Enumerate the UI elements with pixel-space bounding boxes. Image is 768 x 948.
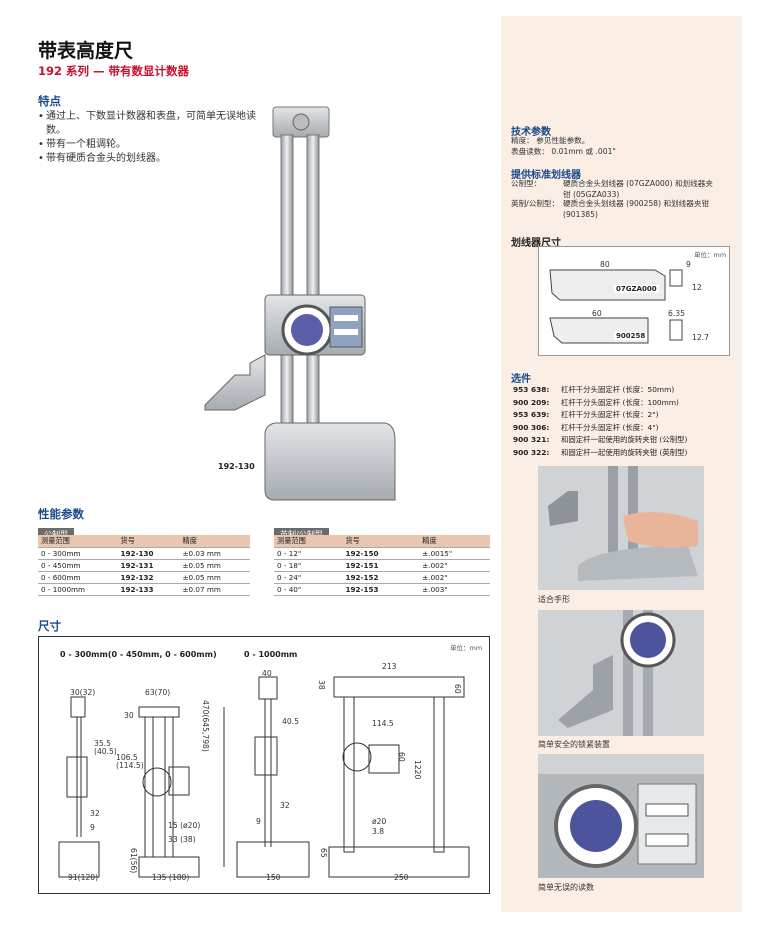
dim-label: 33 (38)	[168, 835, 196, 844]
table-row: 0 - 18"192-151±.002"	[274, 559, 490, 572]
dim-label: 3.8	[372, 827, 385, 836]
specs-heading: 性能参数	[38, 507, 84, 521]
table-header-row: 测量范围货号精度	[274, 535, 490, 548]
photo-hand	[538, 466, 704, 590]
scriber-dim: 12.7	[692, 333, 709, 342]
option-row: 953 638:杠杆千分头固定杆 (长度：50mm)	[513, 385, 675, 394]
dim-label: 135 (180)	[152, 873, 190, 882]
dim-label: 38	[317, 680, 326, 690]
dim-label: 250	[394, 873, 409, 882]
feature-item: 带有硬质合金头的划线器。	[38, 152, 260, 166]
tech-line: 精度： 参见性能参数。	[511, 136, 590, 145]
dim-label: 9	[90, 823, 95, 832]
feature-item: 带有一个粗调轮。	[38, 138, 260, 152]
dim-label: 114.5	[372, 719, 394, 728]
dim-label: 213	[382, 662, 397, 671]
photo-lock	[538, 610, 704, 736]
table-row: 0 - 40"192-153±.003"	[274, 583, 490, 596]
dim-label: 61(56)	[129, 848, 138, 874]
scriber-heading: 提供标准划线器	[511, 170, 581, 181]
dim-label: 40.5	[282, 717, 299, 726]
height-gauge-illustration	[204, 106, 396, 501]
dim-label: 9	[256, 817, 261, 826]
dim-label: 30	[124, 711, 134, 720]
dim-label: 470(645,798)	[201, 700, 210, 752]
scriber-code: 07GZA000	[614, 285, 659, 293]
dim-label: 150	[266, 873, 281, 882]
table-row: 0 - 12"192-150±.0015"	[274, 547, 490, 560]
dimensions-heading: 尺寸	[38, 619, 61, 633]
dimension-drawing-lines	[58, 676, 470, 878]
dim-label: (114.5)	[116, 761, 144, 770]
table-row: 0 - 24"192-152±.002"	[274, 571, 490, 584]
dimension-left-title: 0 - 300mm(0 - 450mm, 0 - 600mm)	[60, 650, 217, 659]
page-title: 带表高度尺	[38, 40, 134, 62]
scriber-dim: 60	[592, 309, 602, 318]
scriber-unit: 单位：mm	[694, 251, 727, 259]
option-row: 900 322:和固定杆一起使用的旋转夹钳 (英制型)	[513, 447, 688, 457]
dimension-drawing	[38, 636, 490, 894]
photo-caption: 简单安全的锁紧装置	[538, 740, 610, 749]
dim-label: (40.5)	[94, 747, 117, 756]
scriber-dim: 6.35	[668, 309, 685, 318]
page-subtitle: 192 系列 — 带有数显计数器	[38, 64, 190, 78]
tech-line: 表盘读数： 0.01mm 或 .001"	[511, 147, 616, 156]
dim-label: 60	[453, 684, 462, 694]
dim-label: 30(32)	[70, 688, 96, 697]
dim-label: 35.5	[94, 739, 111, 748]
options-table: 953 638:杠杆千分头固定杆 (长度：50mm) 900 209:杠杆千分头…	[511, 383, 693, 460]
dimension-right-title: 0 - 1000mm	[244, 650, 298, 659]
photo-reading	[538, 754, 704, 878]
scriber-type: 公制型：	[511, 179, 542, 188]
option-row: 900 306:杠杆千分头固定杆 (长度：4")	[513, 422, 659, 432]
tech-heading: 技术参数	[511, 127, 551, 138]
scriber-type: 英制/公制型：	[511, 199, 560, 208]
scriber-desc: 硬质合金头划线器 (07GZA000) 和划线器夹钳 (05GZA033)	[563, 179, 713, 199]
dim-label: 1220	[413, 760, 422, 780]
features-list: 通过上、下数显计数器和表盘，可简单无误地读数。 带有一个粗调轮。 带有硬质合金头…	[38, 110, 260, 166]
imperial-spec-table: 测量范围货号精度 0 - 12"192-150±.0015" 0 - 18"19…	[274, 535, 490, 596]
feature-item: 通过上、下数显计数器和表盘，可简单无误地读数。	[38, 110, 260, 138]
option-row: 900 321:和固定杆一起使用的旋转夹钳 (公制型)	[513, 435, 688, 444]
dim-label: 60	[397, 752, 406, 762]
product-label: 192-130	[218, 462, 255, 471]
dimension-unit: 单位：mm	[450, 644, 483, 652]
scriber-dims-heading: 划线器尺寸	[511, 238, 561, 249]
photo-caption: 适合手形	[538, 595, 570, 604]
dim-label: 15 (ø20)	[168, 821, 201, 830]
dim-label: 40	[262, 669, 272, 678]
dim-label: 91(120)	[68, 873, 99, 882]
dim-label: 65	[319, 848, 328, 858]
option-row: 953 639:杠杆千分头固定杆 (长度：2")	[513, 410, 659, 419]
scriber-code: 900258	[614, 332, 648, 340]
photo-caption: 简单无误的读数	[538, 883, 594, 892]
dim-label: 32	[280, 801, 290, 810]
features-heading: 特点	[38, 94, 61, 108]
scriber-dim: 12	[692, 283, 702, 292]
option-row: 900 209:杠杆千分头固定杆 (长度：100mm)	[513, 397, 679, 407]
dim-label: 32	[90, 809, 100, 818]
scriber-dim: 9	[686, 260, 691, 269]
dim-label: ø20	[372, 817, 387, 826]
dim-label: 63(70)	[145, 688, 171, 697]
dim-label: 106.5	[116, 753, 138, 762]
scriber-dim: 80	[600, 260, 610, 269]
table-header-row: 测量范围货号精度	[38, 535, 250, 548]
options-heading: 选件	[511, 374, 531, 385]
scriber-desc: 硬质合金头划线器 (900258) 和划线器夹钳 (901385)	[563, 199, 710, 219]
